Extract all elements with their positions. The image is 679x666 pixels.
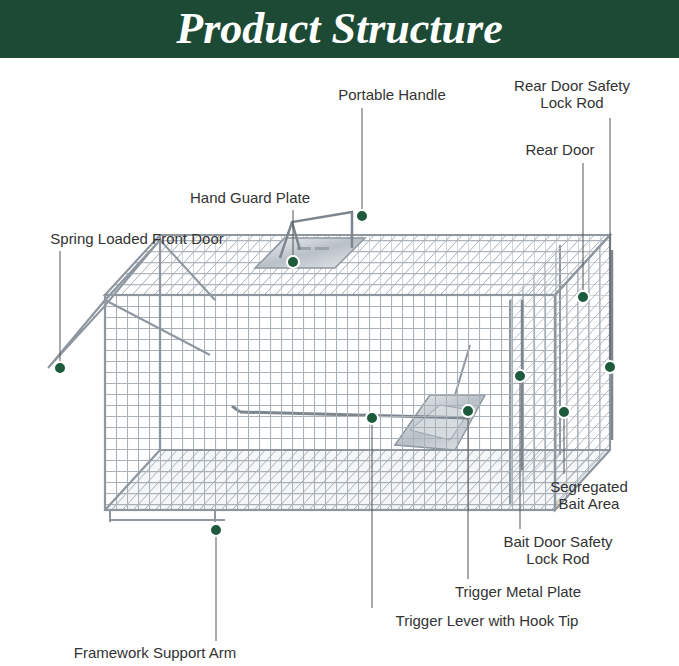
- part-label: Framework Support Arm: [55, 644, 255, 661]
- part-label: Segregated Bait Area: [539, 478, 639, 513]
- part-label: Hand Guard Plate: [180, 189, 320, 206]
- part-label: Rear Door: [510, 141, 610, 158]
- part-label: Trigger Metal Plate: [443, 583, 593, 600]
- part-label: Rear Door Safety Lock Rod: [507, 77, 637, 112]
- part-label: Bait Door Safety Lock Rod: [493, 533, 623, 568]
- part-label: Spring Loaded Front Door: [37, 230, 237, 247]
- page-title: Product Structure: [0, 4, 679, 54]
- part-label: Trigger Lever with Hook Tip: [377, 612, 597, 629]
- part-label: Portable Handle: [322, 86, 462, 103]
